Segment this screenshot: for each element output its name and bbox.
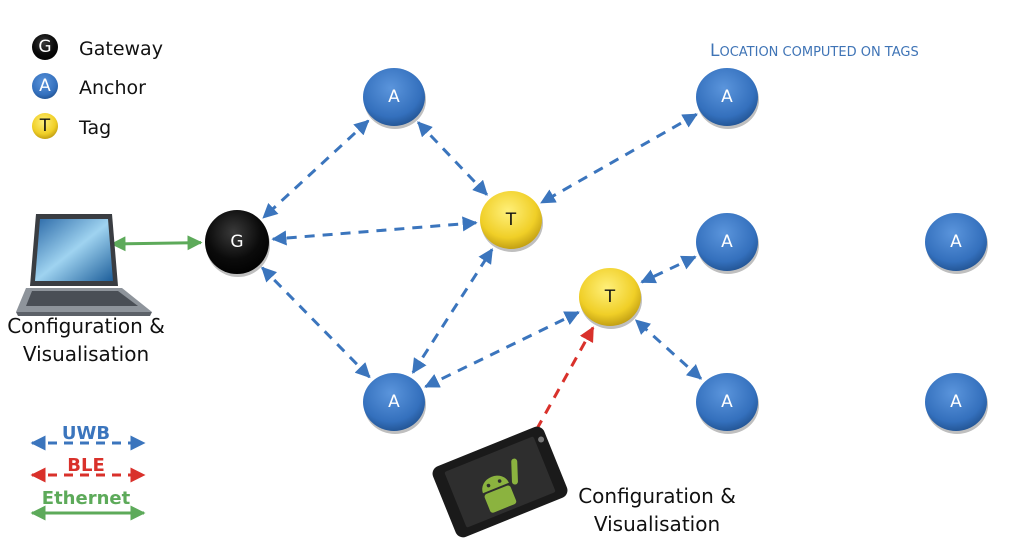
anchor-circle (696, 68, 758, 126)
nodes-layer: G A A T A A T A A A (205, 68, 988, 434)
link-uwb-a1-g (262, 119, 370, 219)
anchor-letter: A (721, 87, 733, 107)
legend-gateway: G Gateway (32, 34, 163, 60)
legend-tag: T Tag (32, 113, 111, 139)
tag-letter: T (604, 287, 616, 307)
link-legend: UWB BLE Ethernet (30, 423, 146, 521)
svg-text:T: T (39, 116, 51, 136)
link-uwb-a5-t2 (424, 310, 580, 389)
anchor-node-a7: A (925, 373, 988, 434)
link-uwb-a2-t1 (540, 113, 698, 204)
anchor-letter: A (950, 392, 962, 412)
anchor-letter: A (721, 392, 733, 412)
laptop-caption-line2: Visualisation (23, 342, 149, 366)
anchor-letter: A (388, 392, 400, 412)
tag-letter: T (505, 210, 517, 230)
link-ble-tablet-t2 (526, 326, 595, 447)
link-uwb-a6-t2 (634, 319, 703, 380)
anchor-letter: A (950, 232, 962, 252)
legend-gateway-label: Gateway (79, 38, 163, 60)
legend-tag-label: Tag (78, 117, 111, 139)
link-uwb-a5-t1 (411, 248, 494, 374)
links-layer (110, 113, 703, 447)
anchor-circle (363, 373, 425, 431)
tablet-camera (538, 436, 545, 443)
anchor-letter: A (721, 232, 733, 252)
anchor-node-a1: A (363, 68, 426, 129)
laptop-screen (35, 219, 113, 281)
tag-circle (579, 268, 641, 326)
link-uwb-t1-g (271, 216, 478, 246)
anchor-letter: A (388, 87, 400, 107)
legend-anchor: A Anchor (32, 73, 146, 99)
anchor-legend-icon (32, 73, 58, 99)
anchor-node-a2: A (696, 68, 759, 129)
link-ethernet-laptop-g (110, 235, 203, 252)
svg-text:G: G (38, 37, 51, 57)
tag-node-t1: T (480, 191, 543, 252)
svg-text:A: A (39, 76, 51, 96)
laptop-keyboard (26, 291, 138, 306)
tag-node-t2: T (579, 268, 642, 329)
gateway-legend-icon (32, 34, 58, 60)
android-icon (482, 458, 518, 513)
anchor-circle (925, 213, 987, 271)
tablet-caption-line1: Configuration & (578, 484, 736, 508)
anchor-node-a5: A (363, 373, 426, 434)
legend-uwb-label: UWB (62, 423, 110, 444)
tag-circle (480, 191, 542, 249)
laptop-caption-line1: Configuration & (7, 314, 165, 338)
anchor-circle (696, 373, 758, 431)
legend-ethernet-label: Ethernet (42, 488, 131, 509)
node-legend: G Gateway A Anchor T Tag (32, 34, 163, 139)
legend-anchor-label: Anchor (79, 77, 146, 99)
gateway-circle (205, 210, 269, 274)
link-uwb-a5-g (261, 266, 371, 379)
legend-ble-label: BLE (67, 455, 105, 476)
anchor-node-a3: A (696, 213, 759, 274)
anchor-node-a6: A (696, 373, 759, 434)
anchor-circle (925, 373, 987, 431)
tag-legend-icon (32, 113, 58, 139)
laptop-device (16, 214, 152, 316)
link-uwb-a3-t2 (640, 255, 697, 284)
anchor-circle (696, 213, 758, 271)
tablet-device (432, 426, 568, 538)
diagram-title: LOCATION COMPUTED ON TAGS (710, 41, 919, 61)
link-uwb-a1-t1 (417, 121, 488, 196)
tablet-caption-line2: Visualisation (594, 512, 720, 536)
anchor-node-a4: A (925, 213, 988, 274)
gateway-node-g: G (205, 210, 270, 277)
gateway-letter: G (230, 232, 243, 252)
anchor-circle (363, 68, 425, 126)
